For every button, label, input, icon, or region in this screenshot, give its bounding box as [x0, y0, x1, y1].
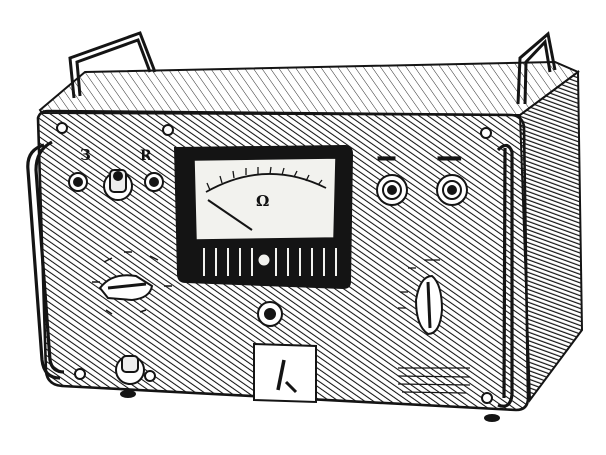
- meter: Ω: [173, 144, 354, 290]
- svg-text:▬▬▬▬: ▬▬▬▬: [438, 155, 461, 162]
- side-handle-right: [496, 143, 514, 408]
- label-terminal-r: R: [140, 148, 152, 164]
- top-handle-left: [68, 31, 157, 99]
- meter-lower-window: [203, 248, 337, 276]
- terminal-binding-posts: [68, 169, 164, 201]
- corner-screws: [56, 122, 493, 404]
- cabinet-side: [518, 70, 584, 403]
- label-terminal-3: З: [80, 146, 91, 164]
- meter-needle: [207, 199, 253, 231]
- svg-text:▬▬▬: ▬▬▬: [378, 155, 395, 162]
- nameplate: [397, 367, 471, 394]
- meter-scale-arc: [205, 173, 327, 193]
- feet: [120, 390, 500, 422]
- toggle-switch-plate: [253, 342, 317, 404]
- mode-switch: [398, 259, 444, 336]
- lower-left-knob: [115, 355, 156, 385]
- cabinet-top: [38, 60, 580, 117]
- upper-right-knobs: ▬▬▬ ▬▬▬▬: [376, 154, 468, 206]
- range-selector-knob: [92, 251, 172, 315]
- meter-unit-symbol: Ω: [256, 192, 269, 210]
- center-adjust-knob: [257, 301, 283, 327]
- top-handle-right: [516, 31, 557, 105]
- side-handle-left: [26, 140, 65, 380]
- meter-scale-ticks: [206, 166, 323, 191]
